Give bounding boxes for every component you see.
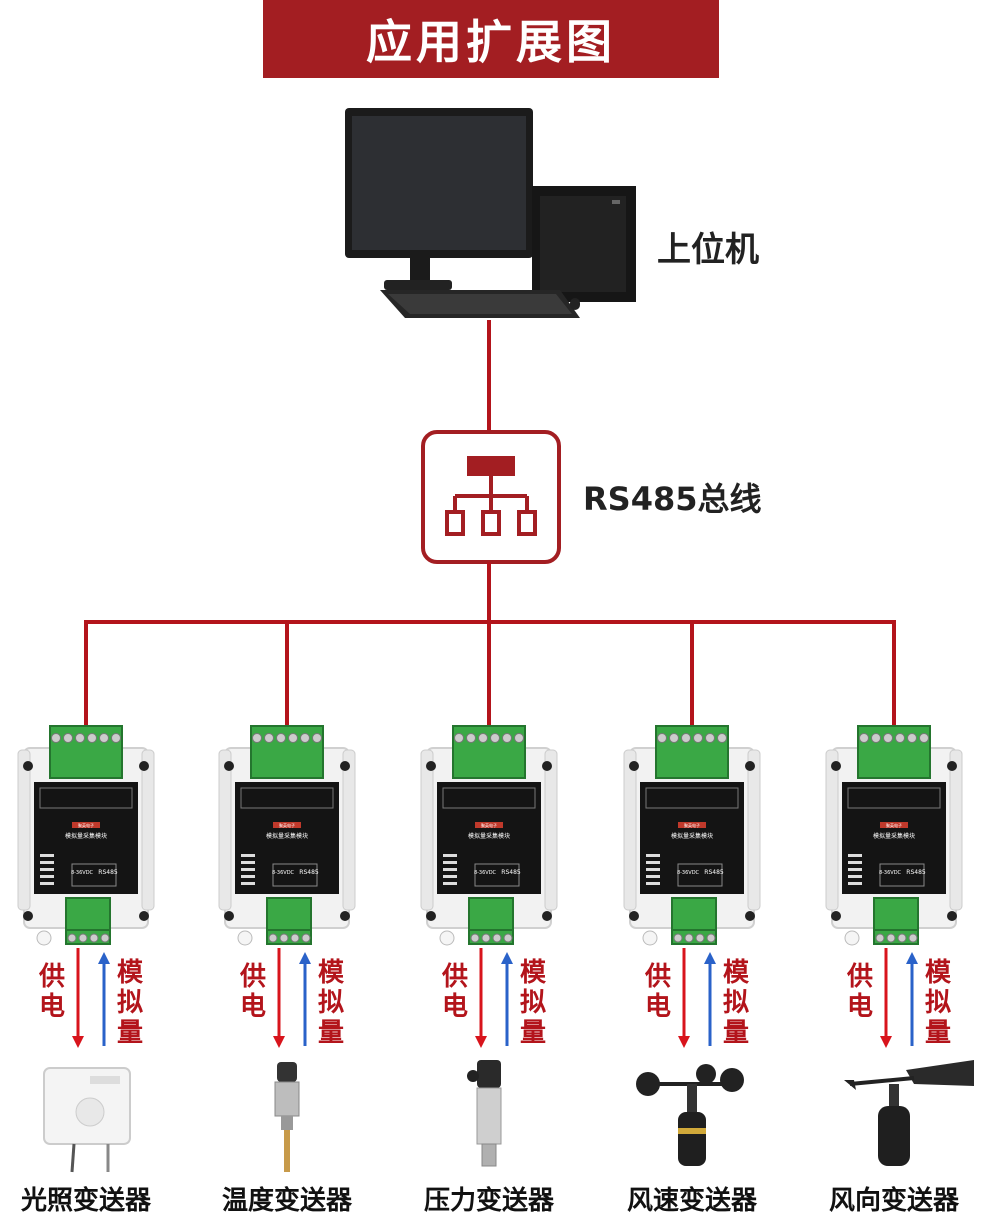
svg-text:模拟量采集模块: 模拟量采集模块	[468, 832, 510, 840]
svg-text:8-36VDC: 8-36VDC	[474, 870, 497, 876]
sensor-name: 温度变送器	[221, 1186, 352, 1216]
bus-label: RS485总线	[583, 480, 762, 518]
analog-label: 模拟量	[519, 958, 546, 1048]
temperature-sensor-icon	[274, 1062, 300, 1172]
analog-label: 模拟量	[722, 958, 749, 1048]
svg-text:RS485: RS485	[501, 869, 521, 876]
svg-text:聚英电子: 聚英电子	[684, 822, 700, 828]
light-sensor-icon	[43, 1067, 131, 1173]
analog-label: 模拟量	[317, 958, 344, 1048]
page-title: 应用扩展图	[366, 15, 616, 69]
sensor-name: 压力变送器	[423, 1186, 554, 1216]
sensor-name: 风向变送器	[828, 1186, 959, 1216]
title-banner: 应用扩展图	[263, 0, 719, 78]
svg-text:RS485: RS485	[906, 869, 926, 876]
svg-text:聚英电子: 聚英电子	[481, 822, 497, 828]
sensor-name: 光照变送器	[20, 1186, 151, 1216]
svg-text:模拟量采集模块: 模拟量采集模块	[873, 832, 915, 840]
power-label: 供电	[38, 962, 65, 1022]
svg-text:聚英电子: 聚英电子	[78, 822, 94, 828]
svg-text:模拟量采集模块: 模拟量采集模块	[266, 832, 308, 840]
signal-arrows	[475, 948, 513, 1048]
host-label: 上位机	[657, 230, 759, 270]
power-label: 供电	[846, 962, 873, 1022]
signal-arrows	[72, 948, 110, 1048]
svg-text:聚英电子: 聚英电子	[886, 822, 902, 828]
svg-text:8-36VDC: 8-36VDC	[879, 870, 902, 876]
svg-text:RS485: RS485	[299, 869, 319, 876]
svg-text:RS485: RS485	[98, 869, 118, 876]
signal-arrows	[880, 948, 918, 1048]
signal-arrows	[678, 948, 716, 1048]
power-label: 供电	[239, 962, 266, 1022]
svg-text:8-36VDC: 8-36VDC	[677, 870, 700, 876]
anemometer-icon	[636, 1064, 744, 1166]
sensor-name: 风速变送器	[626, 1186, 757, 1216]
pressure-sensor-icon	[467, 1060, 502, 1167]
svg-text:8-36VDC: 8-36VDC	[272, 870, 295, 876]
wind-vane-icon	[844, 1060, 974, 1166]
svg-text:RS485: RS485	[704, 869, 724, 876]
rs485-bus-icon	[421, 430, 561, 564]
analog-label: 模拟量	[924, 958, 951, 1048]
svg-text:聚英电子: 聚英电子	[279, 822, 295, 828]
signal-arrows	[273, 948, 311, 1048]
analog-label: 模拟量	[116, 958, 143, 1048]
power-label: 供电	[644, 962, 671, 1022]
svg-text:模拟量采集模块: 模拟量采集模块	[65, 832, 107, 840]
power-label: 供电	[441, 962, 468, 1022]
svg-text:8-36VDC: 8-36VDC	[71, 870, 94, 876]
computer-icon	[345, 108, 636, 318]
svg-text:模拟量采集模块: 模拟量采集模块	[671, 832, 713, 840]
